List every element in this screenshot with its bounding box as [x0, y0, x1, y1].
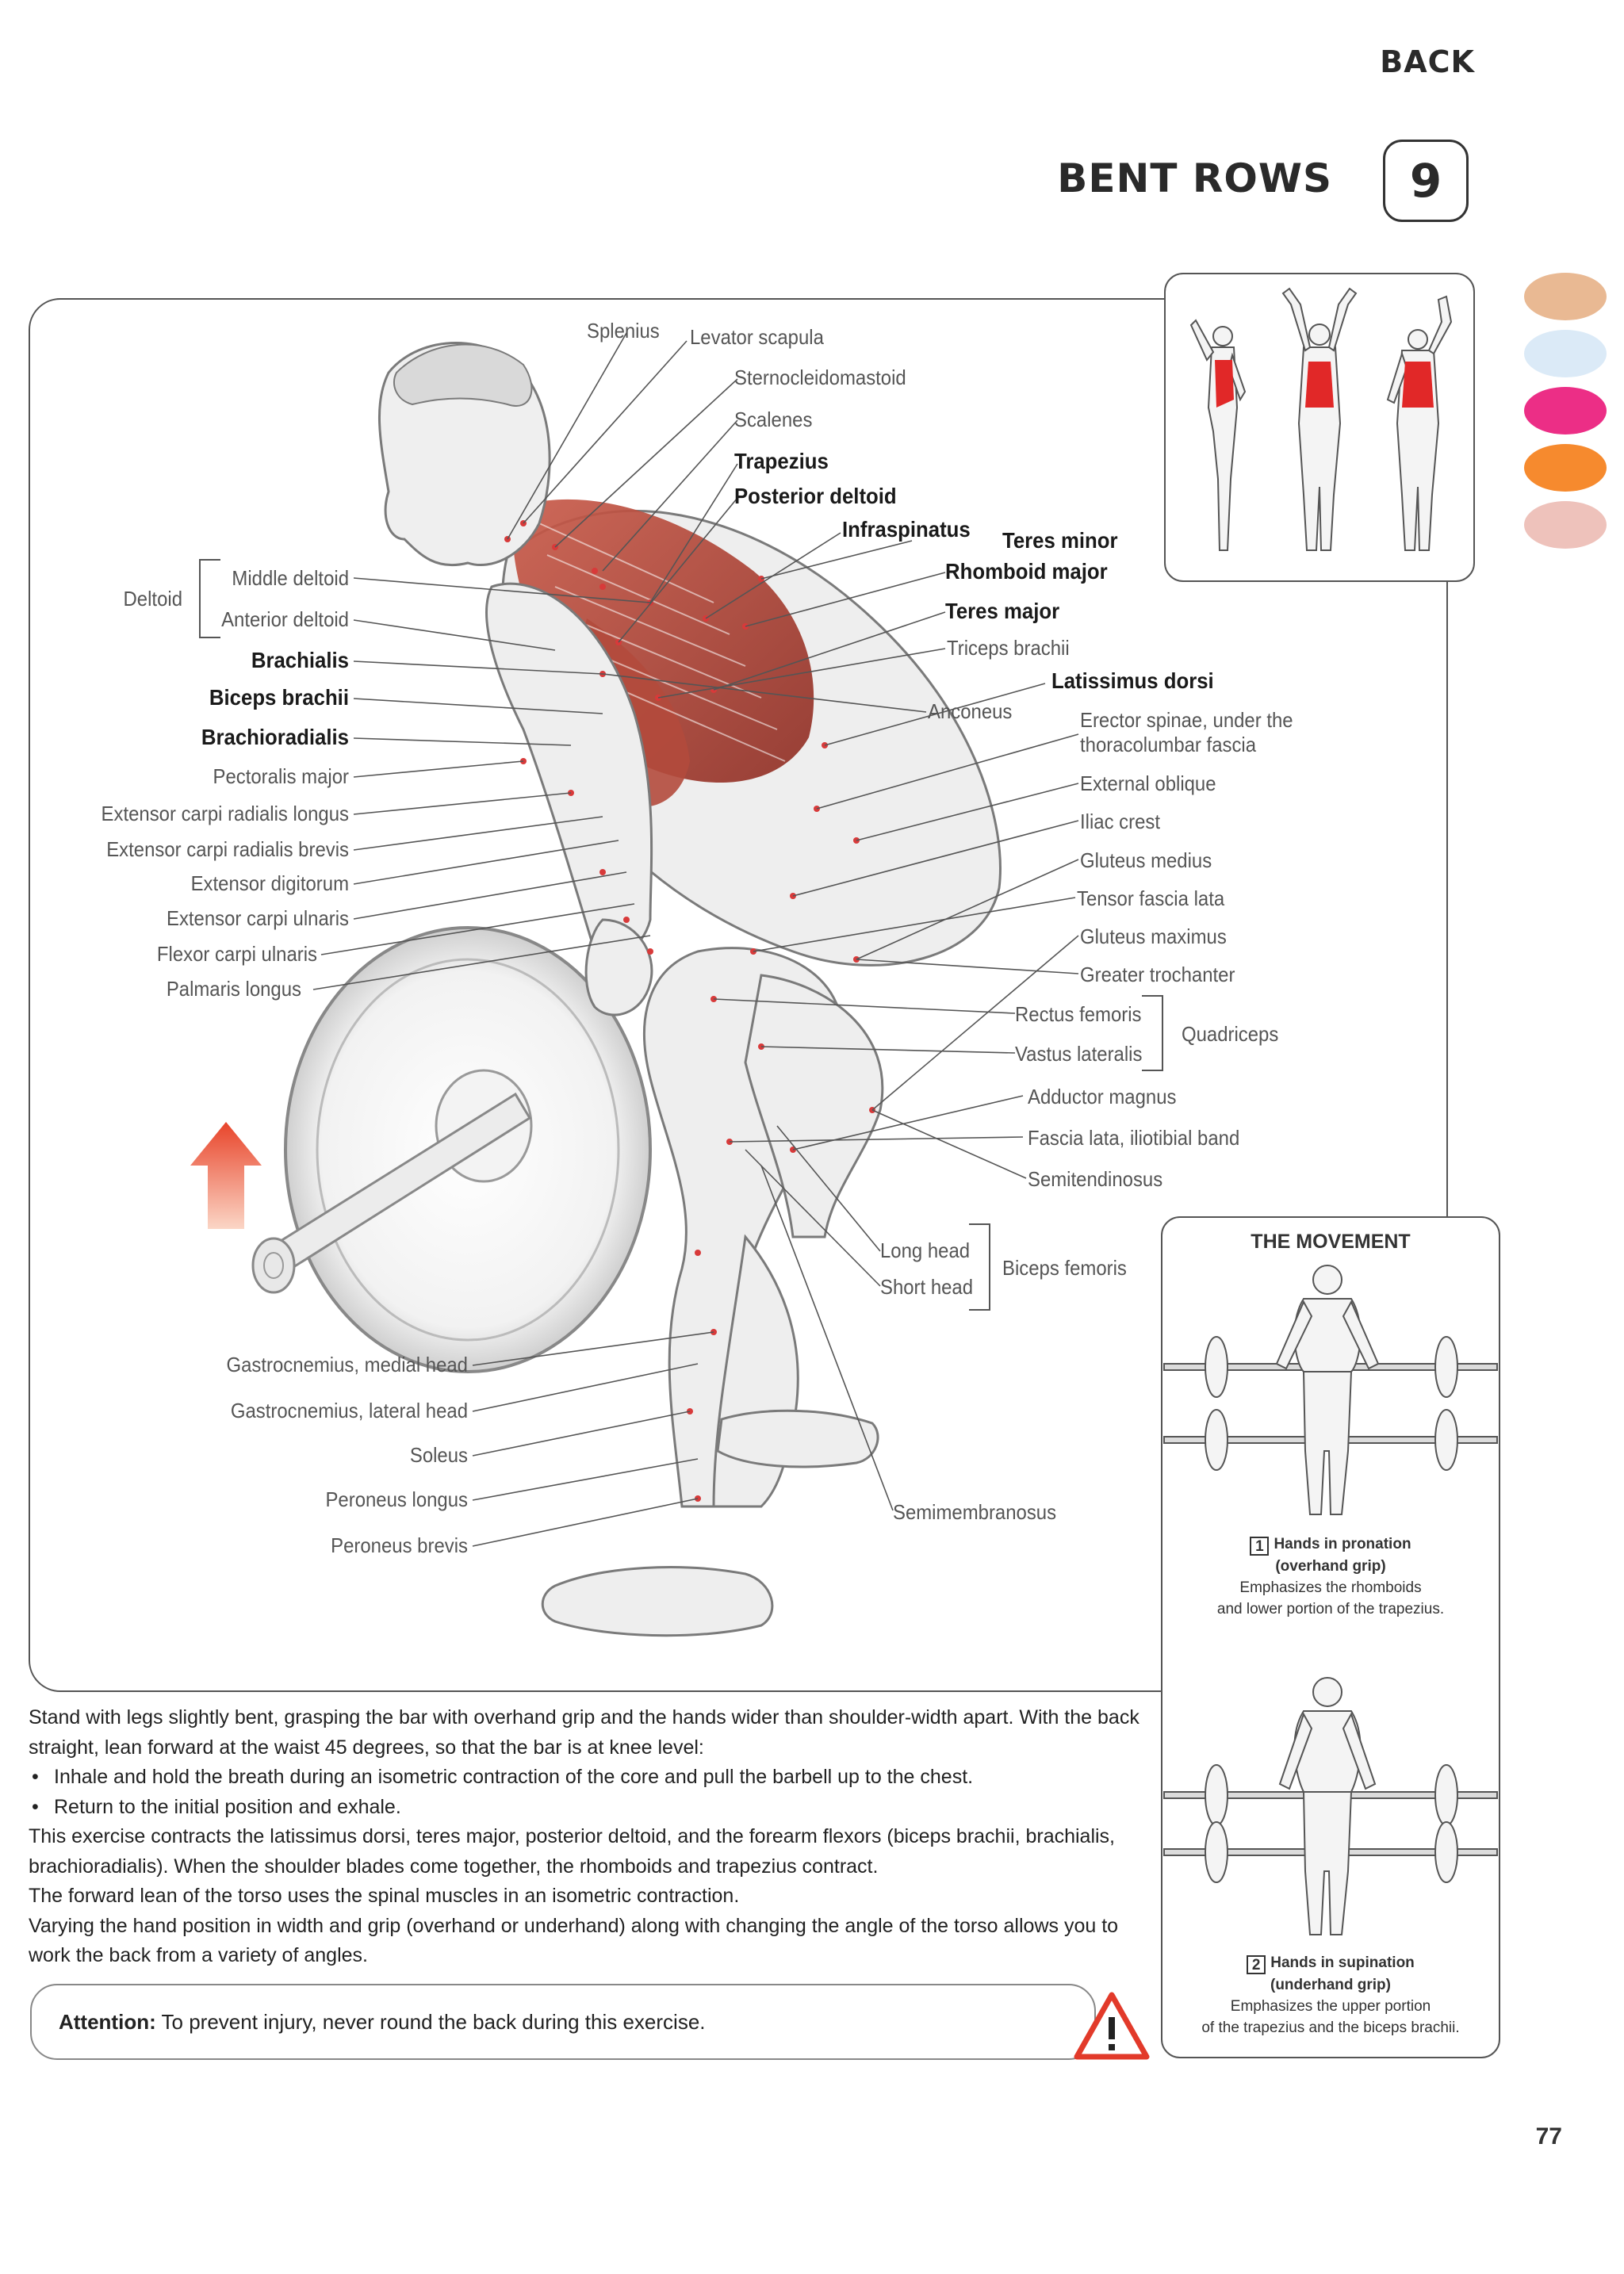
label-extensor-carpi-ulnaris: Extensor carpi ulnaris: [167, 906, 349, 930]
variant2-line1: Hands in supination: [1270, 1954, 1415, 1971]
label-middle-deltoid: Middle deltoid: [232, 566, 349, 590]
page-number: 77: [1535, 2123, 1562, 2150]
label-splenius: Splenius: [587, 319, 660, 343]
attention-label: Attention:: [59, 2010, 156, 2034]
legs: [541, 947, 884, 1637]
color-swatch-magenta: [1524, 387, 1607, 435]
warning-icon: [1074, 1992, 1150, 2060]
label-short-head: Short head: [880, 1275, 974, 1299]
reference-figures: [1189, 287, 1453, 551]
description-para-1: This exercise contracts the latissimus d…: [29, 1825, 1116, 1878]
label-gastroc-medial: Gastrocnemius, medial head: [226, 1353, 468, 1376]
label-external-oblique: External oblique: [1080, 771, 1216, 795]
color-swatch-orange: [1524, 444, 1607, 492]
label-trapezius: Trapezius: [734, 449, 829, 473]
label-brackets: [199, 559, 1163, 1311]
label-deltoid: Deltoid: [123, 587, 182, 611]
variant1-line1: Hands in pronation: [1274, 1536, 1411, 1552]
label-biceps-brachii: Biceps brachii: [209, 685, 349, 710]
label-gluteus-maximus: Gluteus maximus: [1080, 925, 1227, 948]
label-semitendinosus: Semitendinosus: [1028, 1167, 1163, 1191]
description-para-3: Varying the hand position in width and g…: [29, 1914, 1119, 1967]
variant-number-2: 2: [1247, 1955, 1266, 1974]
label-levator-scapula: Levator scapula: [690, 325, 824, 349]
barbell: [251, 926, 652, 1373]
label-latissimus-dorsi: Latissimus dorsi: [1051, 668, 1214, 693]
label-ecr-longus: Extensor carpi radialis longus: [101, 802, 350, 825]
label-brachialis: Brachialis: [251, 648, 349, 672]
description-intro: Stand with legs slightly bent, grasping …: [29, 1706, 1139, 1759]
variant2-line2: (underhand grip): [1270, 1977, 1391, 1993]
attention-text: To prevent injury, never round the back …: [161, 2010, 706, 2034]
variant1-line2: (overhand grip): [1275, 1558, 1386, 1575]
description-bullet-1: Inhale and hold the breath during an iso…: [29, 1763, 1148, 1793]
label-flexor-carpi-ulnaris: Flexor carpi ulnaris: [156, 942, 317, 966]
label-semimembranosus: Semimembranosus: [893, 1500, 1057, 1524]
label-palmaris-longus: Palmaris longus: [166, 977, 301, 1001]
label-brachioradialis: Brachioradialis: [201, 725, 349, 749]
head: [378, 342, 551, 567]
label-posterior-deltoid: Posterior deltoid: [734, 484, 897, 508]
movement-illustration-overhand: [1163, 1265, 1498, 1515]
leader-lines: [312, 332, 1079, 1547]
label-gluteus-medius: Gluteus medius: [1080, 848, 1212, 872]
exercise-number-badge: 9: [1383, 140, 1469, 222]
label-soleus: Soleus: [409, 1443, 468, 1467]
up-arrow-icon: [190, 1122, 262, 1229]
label-vastus-lateralis: Vastus lateralis: [1015, 1042, 1143, 1066]
label-extensor-digitorum: Extensor digitorum: [190, 871, 349, 895]
label-peroneus-longus: Peroneus longus: [325, 1487, 468, 1511]
label-adductor-magnus: Adductor magnus: [1028, 1085, 1177, 1108]
color-swatch-pink: [1524, 501, 1607, 549]
color-swatch-tan: [1524, 273, 1607, 320]
label-biceps-femoris: Biceps femoris: [1002, 1256, 1127, 1280]
attention-box: Attention: To prevent injury, never roun…: [30, 1984, 1096, 2060]
section-tag: BACK: [1380, 44, 1475, 79]
label-rhomboid-major: Rhomboid major: [945, 559, 1108, 584]
variant-number-1: 1: [1250, 1537, 1270, 1556]
label-rectus-femoris: Rectus femoris: [1015, 1002, 1142, 1026]
label-sternocleidomastoid: Sternocleidomastoid: [734, 366, 906, 389]
description-bullet-2: Return to the initial position and exhal…: [29, 1793, 1148, 1823]
label-quadriceps: Quadriceps: [1182, 1022, 1279, 1046]
label-triceps-brachii: Triceps brachii: [947, 636, 1070, 660]
label-scalenes: Scalenes: [734, 408, 813, 431]
label-teres-minor: Teres minor: [1002, 528, 1118, 553]
label-gastroc-lateral: Gastrocnemius, lateral head: [230, 1399, 468, 1422]
label-anterior-deltoid: Anterior deltoid: [221, 607, 349, 631]
label-infraspinatus: Infraspinatus: [842, 517, 971, 542]
movement-illustration-underhand: [1163, 1677, 1498, 1935]
variant1-line4: and lower portion of the trapezius.: [1216, 1601, 1445, 1617]
variant2-line3: Emphasizes the upper portion: [1230, 1998, 1431, 2015]
label-greater-trochanter: Greater trochanter: [1080, 963, 1235, 986]
variant2-line4: of the trapezius and the biceps brachii.: [1201, 2019, 1460, 2036]
movement-title: THE MOVEMENT: [1251, 1231, 1411, 1253]
illustration-frame: [29, 298, 1448, 1692]
label-erector-spinae-1: Erector spinae, under the: [1080, 708, 1293, 732]
label-tensor-fascia-lata: Tensor fascia lata: [1077, 886, 1225, 910]
exercise-description: Stand with legs slightly bent, grasping …: [29, 1703, 1148, 1971]
description-para-2: The forward lean of the torso uses the s…: [29, 1885, 740, 1907]
color-swatch-light-blue: [1524, 330, 1607, 377]
label-iliac-crest: Iliac crest: [1080, 810, 1161, 833]
label-anconeus: Anconeus: [928, 699, 1013, 723]
label-teres-major: Teres major: [945, 599, 1060, 623]
label-pectoralis-major: Pectoralis major: [213, 764, 349, 788]
exercise-title: BENT ROWS: [1057, 155, 1332, 201]
anatomy-illustration: [190, 332, 1163, 1637]
label-erector-spinae-2: thoracolumbar fascia: [1080, 733, 1257, 756]
label-long-head: Long head: [880, 1238, 971, 1262]
variant1-line3: Emphasizes the rhomboids: [1239, 1579, 1422, 1596]
label-peroneus-brevis: Peroneus brevis: [331, 1533, 468, 1557]
label-ecr-brevis: Extensor carpi radialis brevis: [106, 837, 349, 861]
label-fascia-lata: Fascia lata, iliotibial band: [1028, 1126, 1240, 1150]
